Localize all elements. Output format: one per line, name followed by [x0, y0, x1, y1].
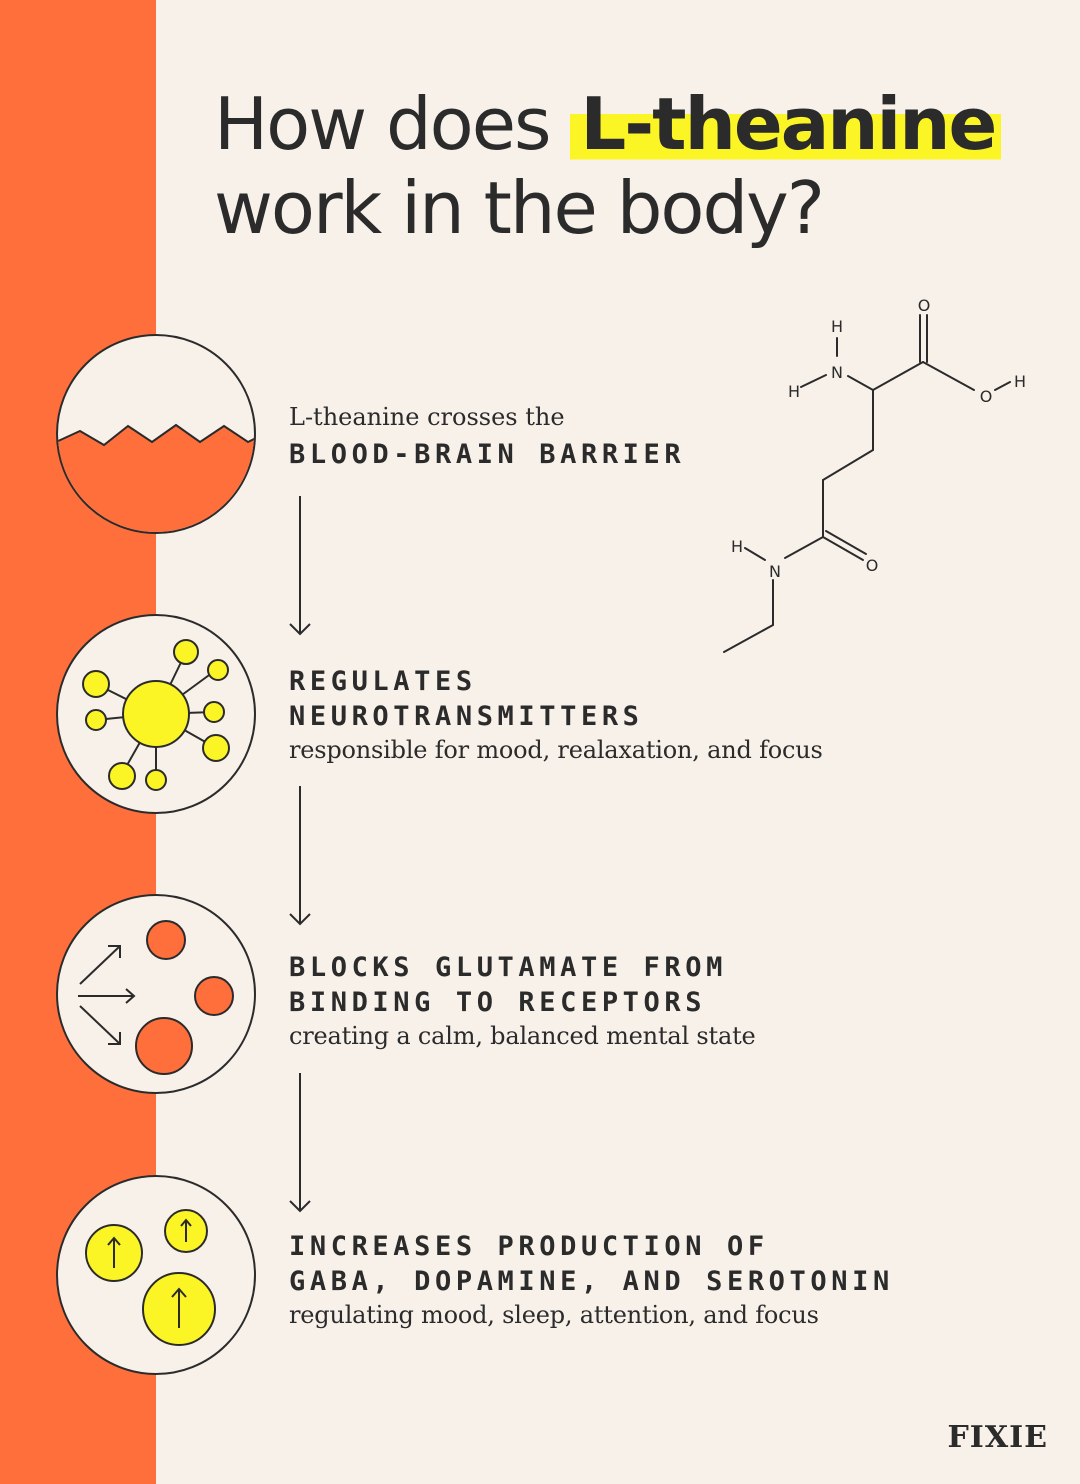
step-2-heading-line1: REGULATES	[289, 666, 477, 697]
step-2: REGULATES NEUROTRANSMITTERS responsible …	[289, 664, 823, 765]
step-3-description: creating a calm, balanced mental state	[289, 1022, 756, 1050]
atom-o-hydroxyl: O	[980, 387, 993, 406]
atom-o-top: O	[918, 296, 931, 315]
step-3: BLOCKS GLUTAMATE FROM BINDING TO RECEPTO…	[289, 950, 756, 1051]
increase-arrows-icon	[56, 1175, 256, 1375]
step-3-heading-line1: BLOCKS GLUTAMATE FROM	[289, 952, 727, 983]
step-4-heading-line1: INCREASES PRODUCTION OF	[289, 1231, 769, 1262]
step-1-intro: L-theanine crosses the	[289, 403, 565, 431]
down-arrow-icon	[289, 786, 311, 926]
l-theanine-molecule-icon: H N H O O H H N O	[723, 296, 1026, 653]
neurotransmitter-network-icon	[56, 614, 256, 814]
down-arrow-icon	[289, 496, 311, 636]
down-arrow-icon	[289, 1073, 311, 1213]
step-1: L-theanine crosses the BLOOD-BRAIN BARRI…	[289, 402, 685, 472]
atom-h-left: H	[788, 382, 800, 401]
atom-o-amide: O	[866, 556, 879, 575]
step-2-description: responsible for mood, realaxation, and f…	[289, 736, 823, 764]
blood-brain-barrier-icon	[56, 334, 256, 534]
step-4-heading-line2: GABA, DOPAMINE, AND SEROTONIN	[289, 1266, 894, 1297]
atom-n-amine: N	[831, 363, 843, 382]
step-2-heading-line2: NEUROTRANSMITTERS	[289, 701, 644, 732]
step-4-description: regulating mood, sleep, attention, and f…	[289, 1301, 819, 1329]
title-line2: work in the body?	[214, 166, 825, 250]
atom-n-amide: N	[769, 562, 781, 581]
brand-logo: FIXIE	[947, 1420, 1048, 1455]
atom-h-top: H	[831, 317, 843, 336]
title-prefix: How does	[214, 82, 571, 166]
atom-h-hydroxyl: H	[1014, 372, 1026, 391]
glutamate-block-icon	[56, 894, 256, 1094]
step-4: INCREASES PRODUCTION OF GABA, DOPAMINE, …	[289, 1229, 894, 1330]
step-1-heading: BLOOD-BRAIN BARRIER	[289, 439, 686, 470]
step-3-heading-line2: BINDING TO RECEPTORS	[289, 987, 707, 1018]
atom-h-amide: H	[731, 537, 743, 556]
title-highlight: L-theanine	[570, 82, 1002, 166]
